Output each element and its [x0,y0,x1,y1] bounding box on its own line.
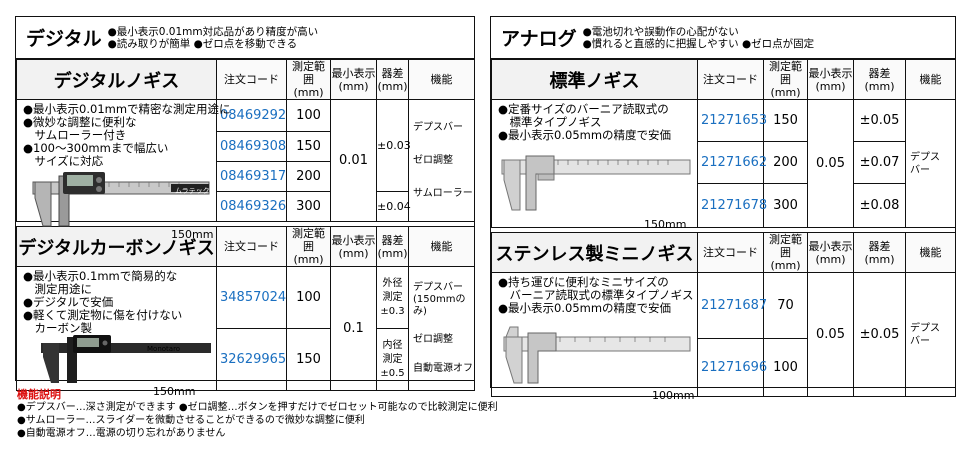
header-err: 器差 (mm) [376,59,409,100]
section-title: デジタル [26,28,102,50]
header-range: 測定範囲 (mm) [763,232,808,273]
carbon-caliper-image [41,335,211,383]
product-description: ●最小表示0.01mmで精密な測定用途に ●微妙な調整に便利な サムローラー付き… [16,99,231,241]
product-title: ステンレス製ミニノギス [491,232,698,273]
header-code: 注文コード [216,226,287,267]
error-value: ±0.08 [853,183,906,228]
size-label: 150mm [644,218,687,231]
range-value: 100 [763,338,808,397]
digital-section-header: デジタル ●最小表示0.01mm対応品があり精度が高い ●読み取りが簡単 ●ゼロ… [16,17,474,59]
section-title: アナログ [501,28,577,50]
size-label: 150mm [171,228,214,241]
range-value: 150 [286,131,331,162]
order-code[interactable]: 08469326 [216,191,287,222]
error-value: ±0.05 [853,272,906,397]
header-func: 機能 [408,226,475,267]
order-code[interactable]: 32629965 [216,328,287,391]
range-value: 100 [286,266,331,329]
header-min: 最小表示 (mm) [807,232,854,273]
error-value: 内径 測定 ±0.5 [376,328,409,391]
order-code[interactable]: 08469308 [216,131,287,162]
stainless-mini-caliper-table: ステンレス製ミニノギス 注文コード 測定範囲 (mm) 最小表示 (mm) 器差… [491,232,956,402]
order-code[interactable]: 21271653 [697,99,767,142]
order-code[interactable]: 21271696 [697,338,767,397]
header-min: 最小表示 (mm) [807,59,854,100]
digital-carbon-caliper-table: デジタルカーボンノギス 注文コード 測定範囲 (mm) 最小表示 (mm) 器差… [16,226,475,398]
header-func: 機能 [905,232,956,273]
digital-caliper-table: デジタルノギス 注文コード 測定範囲 (mm) 最小表示 (mm) 器差 (mm… [16,59,475,241]
product-title: 標準ノギス [491,59,698,100]
range-value: 150 [286,328,331,391]
product-description: ●最小表示0.1mmで簡易的な 測定用途に ●デジタルで安価 ●軽くて測定物に傷… [16,266,217,398]
brand-label: ムラテック [175,187,210,195]
product-description: ●定番サイズのバーニア読取式の 標準タイプノギス ●最小表示0.05mmの精度で… [491,99,698,231]
header-code: 注文コード [216,59,287,100]
range-value: 200 [286,161,331,192]
function-list: デプスバー ゼロ調整 サムローラー [408,99,475,222]
min-display: 0.05 [807,272,854,397]
brand-label: Monotaro [147,345,181,353]
size-label: 150mm [153,385,196,398]
function-explanation: 機能説明 ●デプスバー…深さ測定ができます ●ゼロ調整…ボタンを押すだけでゼロセ… [17,388,498,440]
analog-section-header: アナログ ●電池切れや誤動作の心配がない ●慣れると直感的に把握しやすい ●ゼロ… [491,17,955,59]
error-value: ±0.04 [376,191,411,222]
header-range: 測定範囲 (mm) [286,59,331,100]
header-range: 測定範囲 (mm) [286,226,331,267]
header-err: 器差 (mm) [853,232,906,273]
function-list: デプス バー [905,99,956,228]
error-value: ±0.05 [853,99,906,142]
footer-line: ●デプスバー…深さ測定ができます ●ゼロ調整…ボタンを押すだけでゼロセット可能な… [17,402,498,413]
range-value: 100 [286,99,331,132]
footer-line: ●サムローラー…スライダーを微動させることができるので微妙な調整に便利 [17,415,365,426]
header-code: 注文コード [697,232,764,273]
min-display: 0.05 [807,99,854,228]
header-code: 注文コード [697,59,764,100]
order-code[interactable]: 08469317 [216,161,287,192]
order-code[interactable]: 21271687 [697,272,767,339]
range-value: 150 [763,99,808,142]
digital-panel: デジタル ●最小表示0.01mm対応品があり精度が高い ●読み取りが簡単 ●ゼロ… [15,16,475,398]
function-list: デプスバー (150mmのみ) ゼロ調整 自動電源オフ [408,266,475,391]
footer-line: ●自動電源オフ…電源の切り忘れがありません [17,428,226,439]
mini-caliper-image [503,326,691,384]
header-err: 器差 (mm) [853,59,906,100]
header-range: 測定範囲 (mm) [763,59,808,100]
range-value: 300 [286,191,331,222]
vernier-caliper-image [501,155,691,211]
standard-caliper-table: 標準ノギス 注文コード 測定範囲 (mm) 最小表示 (mm) 器差 (mm) … [491,59,956,231]
header-min: 最小表示 (mm) [330,59,377,100]
order-code[interactable]: 34857024 [216,266,287,329]
header-func: 機能 [408,59,475,100]
order-code[interactable]: 08469292 [216,99,287,132]
range-value: 200 [763,141,808,184]
order-code[interactable]: 21271678 [697,183,767,228]
header-func: 機能 [905,59,956,100]
min-display: 0.1 [330,266,377,391]
product-description: ●持ち運びに便利なミニサイズの バーニア読取式の標準タイプノギス ●最小表示0.… [491,272,698,402]
min-display: 0.01 [330,99,377,222]
header-err: 器差 (mm) [376,226,409,267]
section-notes: ●最小表示0.01mm対応品があり精度が高い ●読み取りが簡単 ●ゼロ点を移動で… [107,25,319,50]
footer-heading: 機能説明 [17,388,61,401]
error-value: ±0.03 [376,99,411,192]
size-label: 100mm [652,389,695,402]
section-notes: ●電池切れや誤動作の心配がない ●慣れると直感的に把握しやすい ●ゼロ点が固定 [582,25,815,50]
analog-panel: アナログ ●電池切れや誤動作の心配がない ●慣れると直感的に把握しやすい ●ゼロ… [490,16,956,402]
range-value: 300 [763,183,808,228]
product-title: デジタルカーボンノギス [16,226,217,267]
error-value: 外径 測定 ±0.3 [376,266,409,329]
function-list: デプス バー [905,272,956,397]
range-value: 70 [763,272,808,339]
header-min: 最小表示 (mm) [330,226,377,267]
order-code[interactable]: 21271662 [697,141,767,184]
error-value: ±0.07 [853,141,906,184]
digital-caliper-image [32,172,210,227]
product-title: デジタルノギス [16,59,217,100]
